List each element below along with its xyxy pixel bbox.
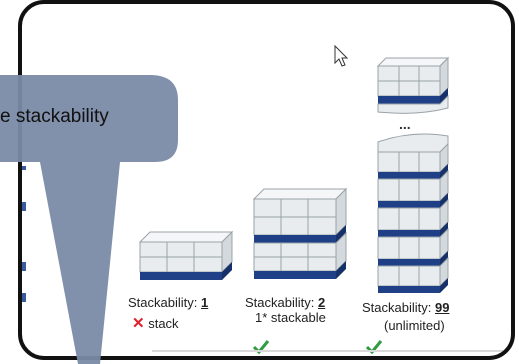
- status-3: (unlimited): [384, 318, 445, 333]
- check-icon: [252, 340, 270, 355]
- status-1: ✕ stack: [132, 315, 179, 332]
- stackability-illustration: [138, 44, 450, 355]
- side-mark: [22, 293, 26, 302]
- stack-ellipsis: ...: [399, 116, 411, 132]
- stack-3-top: [376, 56, 450, 114]
- stack-2: [252, 187, 348, 279]
- stackability-value-1: 1: [200, 295, 209, 310]
- divider: [152, 350, 511, 352]
- stack-1: [138, 230, 234, 280]
- mouse-cursor-icon: [334, 44, 349, 67]
- check-icon: [365, 340, 383, 355]
- stackability-value-3: 99: [434, 300, 450, 315]
- stackability-label-1: Stackability: 1: [128, 295, 209, 310]
- side-mark: [22, 166, 26, 170]
- stackability-label-3: Stackability: 99: [362, 300, 450, 315]
- side-mark: [22, 202, 26, 211]
- stack-3-bottom: [377, 133, 449, 293]
- stackability-label-2: Stackability: 2: [245, 295, 326, 310]
- stackability-value-2: 2: [317, 295, 326, 310]
- red-x-icon: ✕: [132, 315, 145, 332]
- side-mark: [22, 262, 26, 271]
- callout-text: e stackability: [0, 106, 109, 127]
- status-2: 1* stackable: [255, 310, 326, 325]
